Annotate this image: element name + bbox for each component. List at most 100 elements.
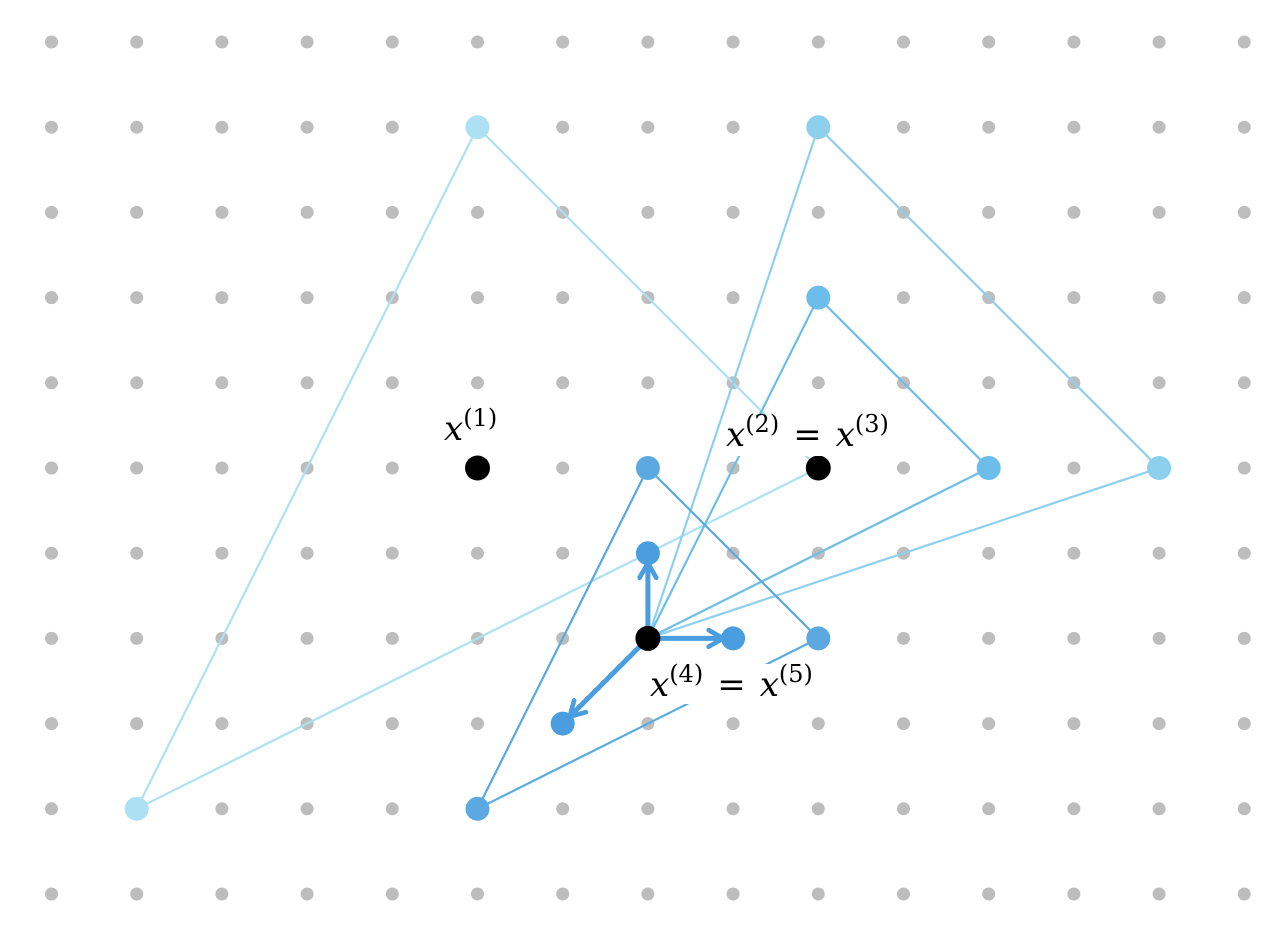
grid-dot xyxy=(45,631,58,645)
grid-dot xyxy=(215,717,229,731)
grid-dot xyxy=(385,205,399,219)
grid-dot xyxy=(1152,546,1166,560)
grid-dot xyxy=(897,631,910,645)
grid-dot xyxy=(641,887,655,901)
grid-dot xyxy=(897,461,910,475)
grid-dot xyxy=(897,887,910,901)
grid-dot xyxy=(982,546,996,560)
grid-dot xyxy=(300,35,314,49)
grid-dot xyxy=(300,631,314,645)
grid-dot xyxy=(130,887,144,901)
grid-dot xyxy=(1067,205,1081,219)
grid-dot xyxy=(897,35,910,49)
grid-dot xyxy=(385,120,399,134)
iterate-point xyxy=(465,455,490,481)
grid-dot xyxy=(215,461,229,475)
grid-dot xyxy=(556,291,570,305)
grid-dot xyxy=(471,376,484,390)
simplex-3-outline xyxy=(646,296,990,640)
grid-dot xyxy=(1067,291,1081,305)
simplex-4-outline xyxy=(476,466,820,810)
grid-dot xyxy=(385,802,399,816)
grid-dot xyxy=(1237,205,1251,219)
grid-dot xyxy=(811,205,825,219)
grid-dot xyxy=(1152,120,1166,134)
grid-dot xyxy=(897,291,910,305)
grid-dot xyxy=(385,461,399,475)
grid-dot xyxy=(641,35,655,49)
grid-dot xyxy=(45,35,58,49)
grid-dot xyxy=(726,120,740,134)
grid-dot xyxy=(811,802,825,816)
grid-dot xyxy=(385,887,399,901)
grid-dot xyxy=(130,35,144,49)
grid-dot xyxy=(641,205,655,219)
grid-dot xyxy=(556,120,570,134)
grid-dot xyxy=(811,35,825,49)
grid-dot xyxy=(215,205,229,219)
grid-dot xyxy=(215,35,229,49)
grid-dot xyxy=(982,205,996,219)
grid-dot xyxy=(45,802,58,816)
grid-dot xyxy=(641,802,655,816)
grid-dot xyxy=(1152,717,1166,731)
grid-dot xyxy=(982,35,996,49)
simplex-layer xyxy=(135,126,1161,810)
grid-dot xyxy=(982,376,996,390)
grid-dot xyxy=(556,887,570,901)
step-arrow xyxy=(571,635,651,715)
grid-dot xyxy=(385,717,399,731)
grid-dot xyxy=(300,120,314,134)
label-x2-x3-background xyxy=(724,416,910,456)
grid-dot xyxy=(215,802,229,816)
grid-dot xyxy=(1152,205,1166,219)
grid-dot xyxy=(1152,291,1166,305)
simplex-4-vertex xyxy=(465,796,490,821)
simplex-2-outline xyxy=(646,126,1161,640)
grid-dot xyxy=(1237,291,1251,305)
labels: x(1) x(2)=x(3) x(4)=x(5) xyxy=(444,404,910,705)
grid-dot xyxy=(556,546,570,560)
simplex-4-vertex xyxy=(806,626,831,651)
grid-dot xyxy=(385,35,399,49)
grid-dot xyxy=(1237,461,1251,475)
simplex-3-vertex xyxy=(976,456,1001,480)
step-target-point xyxy=(550,711,575,736)
grid-dot xyxy=(982,120,996,134)
grid-dot xyxy=(385,546,399,560)
step-target-point xyxy=(635,541,660,566)
simplex-1-vertex xyxy=(124,796,149,821)
grid-dot xyxy=(726,35,740,49)
grid-dot xyxy=(726,887,740,901)
grid-dot xyxy=(300,376,314,390)
grid-dot xyxy=(130,291,144,305)
grid-dot xyxy=(130,376,144,390)
grid-dot xyxy=(215,120,229,134)
grid-dot xyxy=(1067,802,1081,816)
grid-dot xyxy=(726,717,740,731)
grid-dot xyxy=(300,887,314,901)
grid-dot xyxy=(982,717,996,731)
grid-dot xyxy=(1237,120,1251,134)
label-x4-x5-background xyxy=(648,664,834,704)
grid-dot xyxy=(1152,802,1166,816)
grid-dot xyxy=(641,120,655,134)
grid-dot xyxy=(641,376,655,390)
points-layer xyxy=(124,115,1172,821)
grid-dot xyxy=(1152,631,1166,645)
grid-dot xyxy=(45,205,58,219)
grid-dot xyxy=(982,887,996,901)
grid-dot xyxy=(215,376,229,390)
grid-dot xyxy=(45,291,58,305)
grid-dot xyxy=(1152,887,1166,901)
iterate-point xyxy=(635,625,661,651)
grid-dot xyxy=(556,35,570,49)
grid-dot xyxy=(130,546,144,560)
grid-dot xyxy=(1067,35,1081,49)
grid-dot xyxy=(726,205,740,219)
grid-dot xyxy=(1237,802,1251,816)
grid-dot xyxy=(45,120,58,134)
grid-dot xyxy=(1067,546,1081,560)
grid-dot xyxy=(471,546,484,560)
grid-dot xyxy=(726,291,740,305)
